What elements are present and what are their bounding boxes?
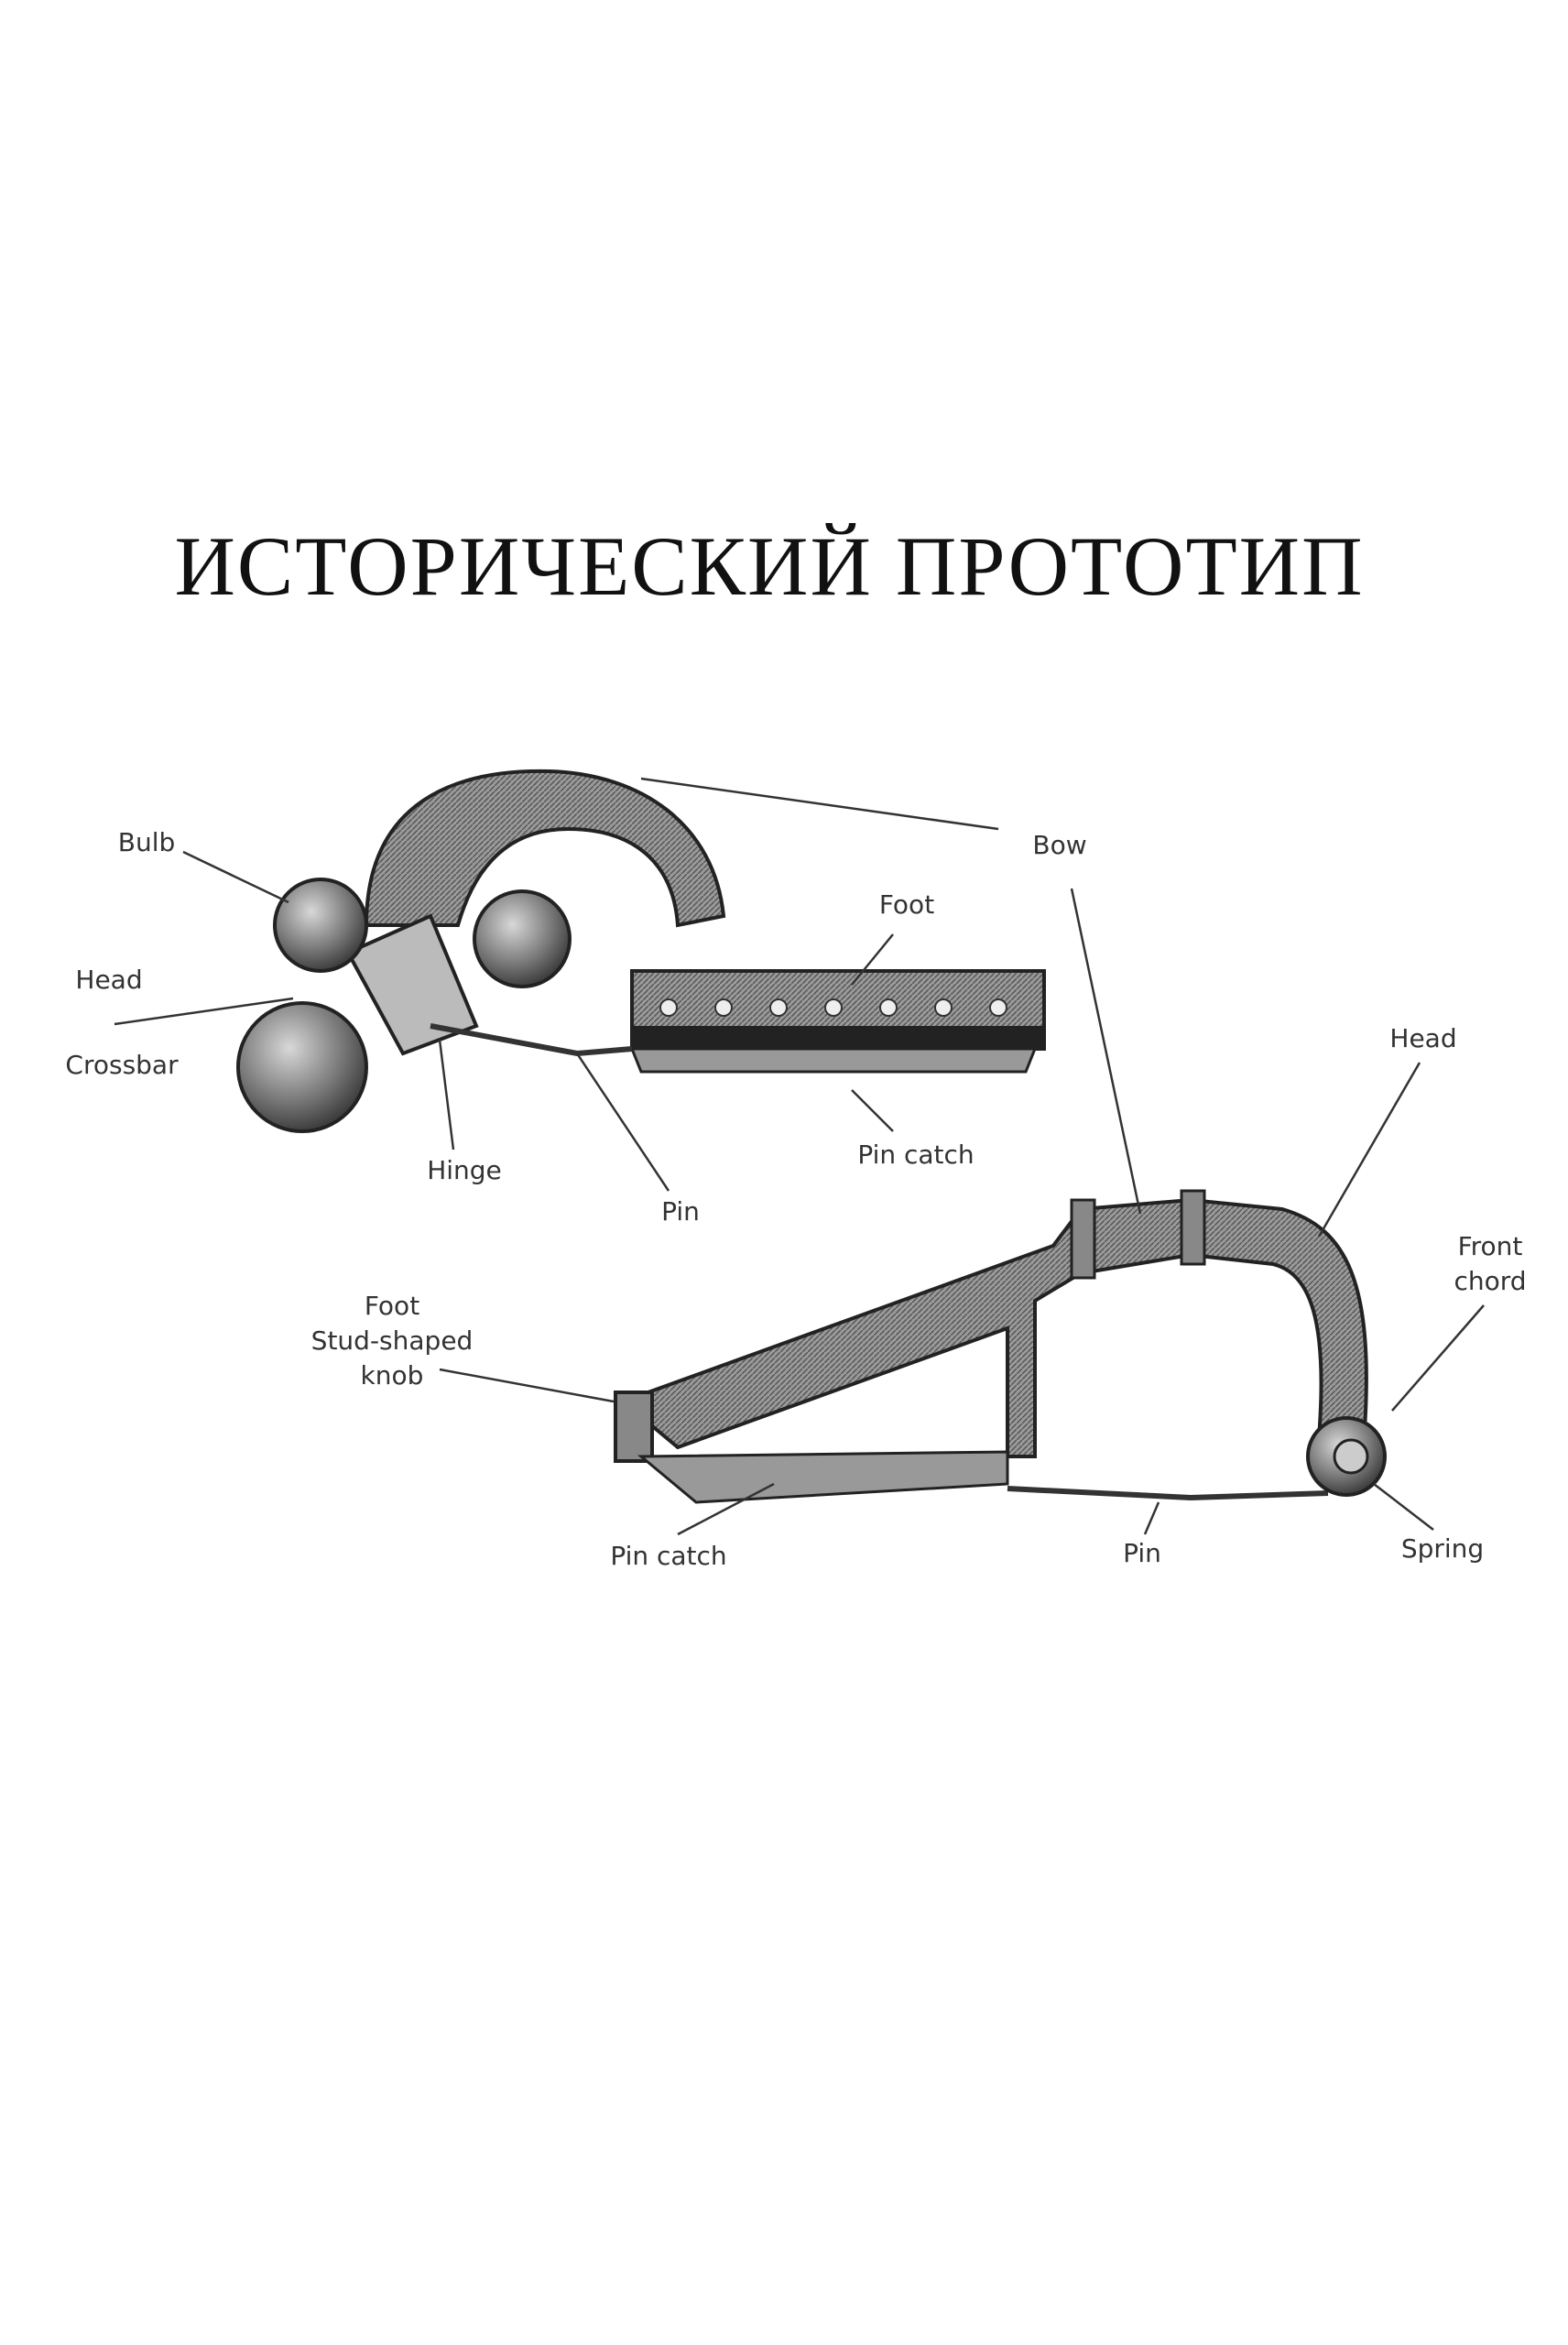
label-pin-2: Pin: [1123, 1538, 1161, 1568]
label-foot-2: Foot: [364, 1291, 420, 1321]
label-hinge: Hinge: [427, 1155, 502, 1185]
label-bulb: Bulb: [117, 827, 176, 857]
label-head: Head: [75, 965, 143, 995]
leader-lines: [114, 777, 1485, 1536]
label-front: Front: [1457, 1231, 1523, 1261]
hinged-fibula-drawing: [236, 769, 1046, 1133]
label-front-chord: Front chord: [1454, 1229, 1526, 1299]
spring-fibula-drawing: [614, 1189, 1387, 1504]
label-spring: Spring: [1400, 1533, 1485, 1564]
label-crossbar: Crossbar: [65, 1050, 179, 1080]
label-bow: Bow: [1032, 830, 1087, 860]
label-foot: Foot: [878, 889, 935, 920]
label-pin-catch-2: Pin catch: [610, 1541, 727, 1571]
page-title: ИСТОРИЧЕСКИЙ ПРОТОТИП: [174, 519, 1365, 613]
label-chord: chord: [1454, 1266, 1527, 1296]
label-foot-knob: Foot Stud-shaped knob: [311, 1289, 474, 1393]
label-stud-shaped: Stud-shaped: [310, 1325, 474, 1356]
label-pin: Pin: [661, 1196, 700, 1227]
label-head-2: Head: [1389, 1023, 1457, 1053]
label-knob: knob: [360, 1360, 424, 1391]
label-pin-catch: Pin catch: [857, 1140, 975, 1170]
